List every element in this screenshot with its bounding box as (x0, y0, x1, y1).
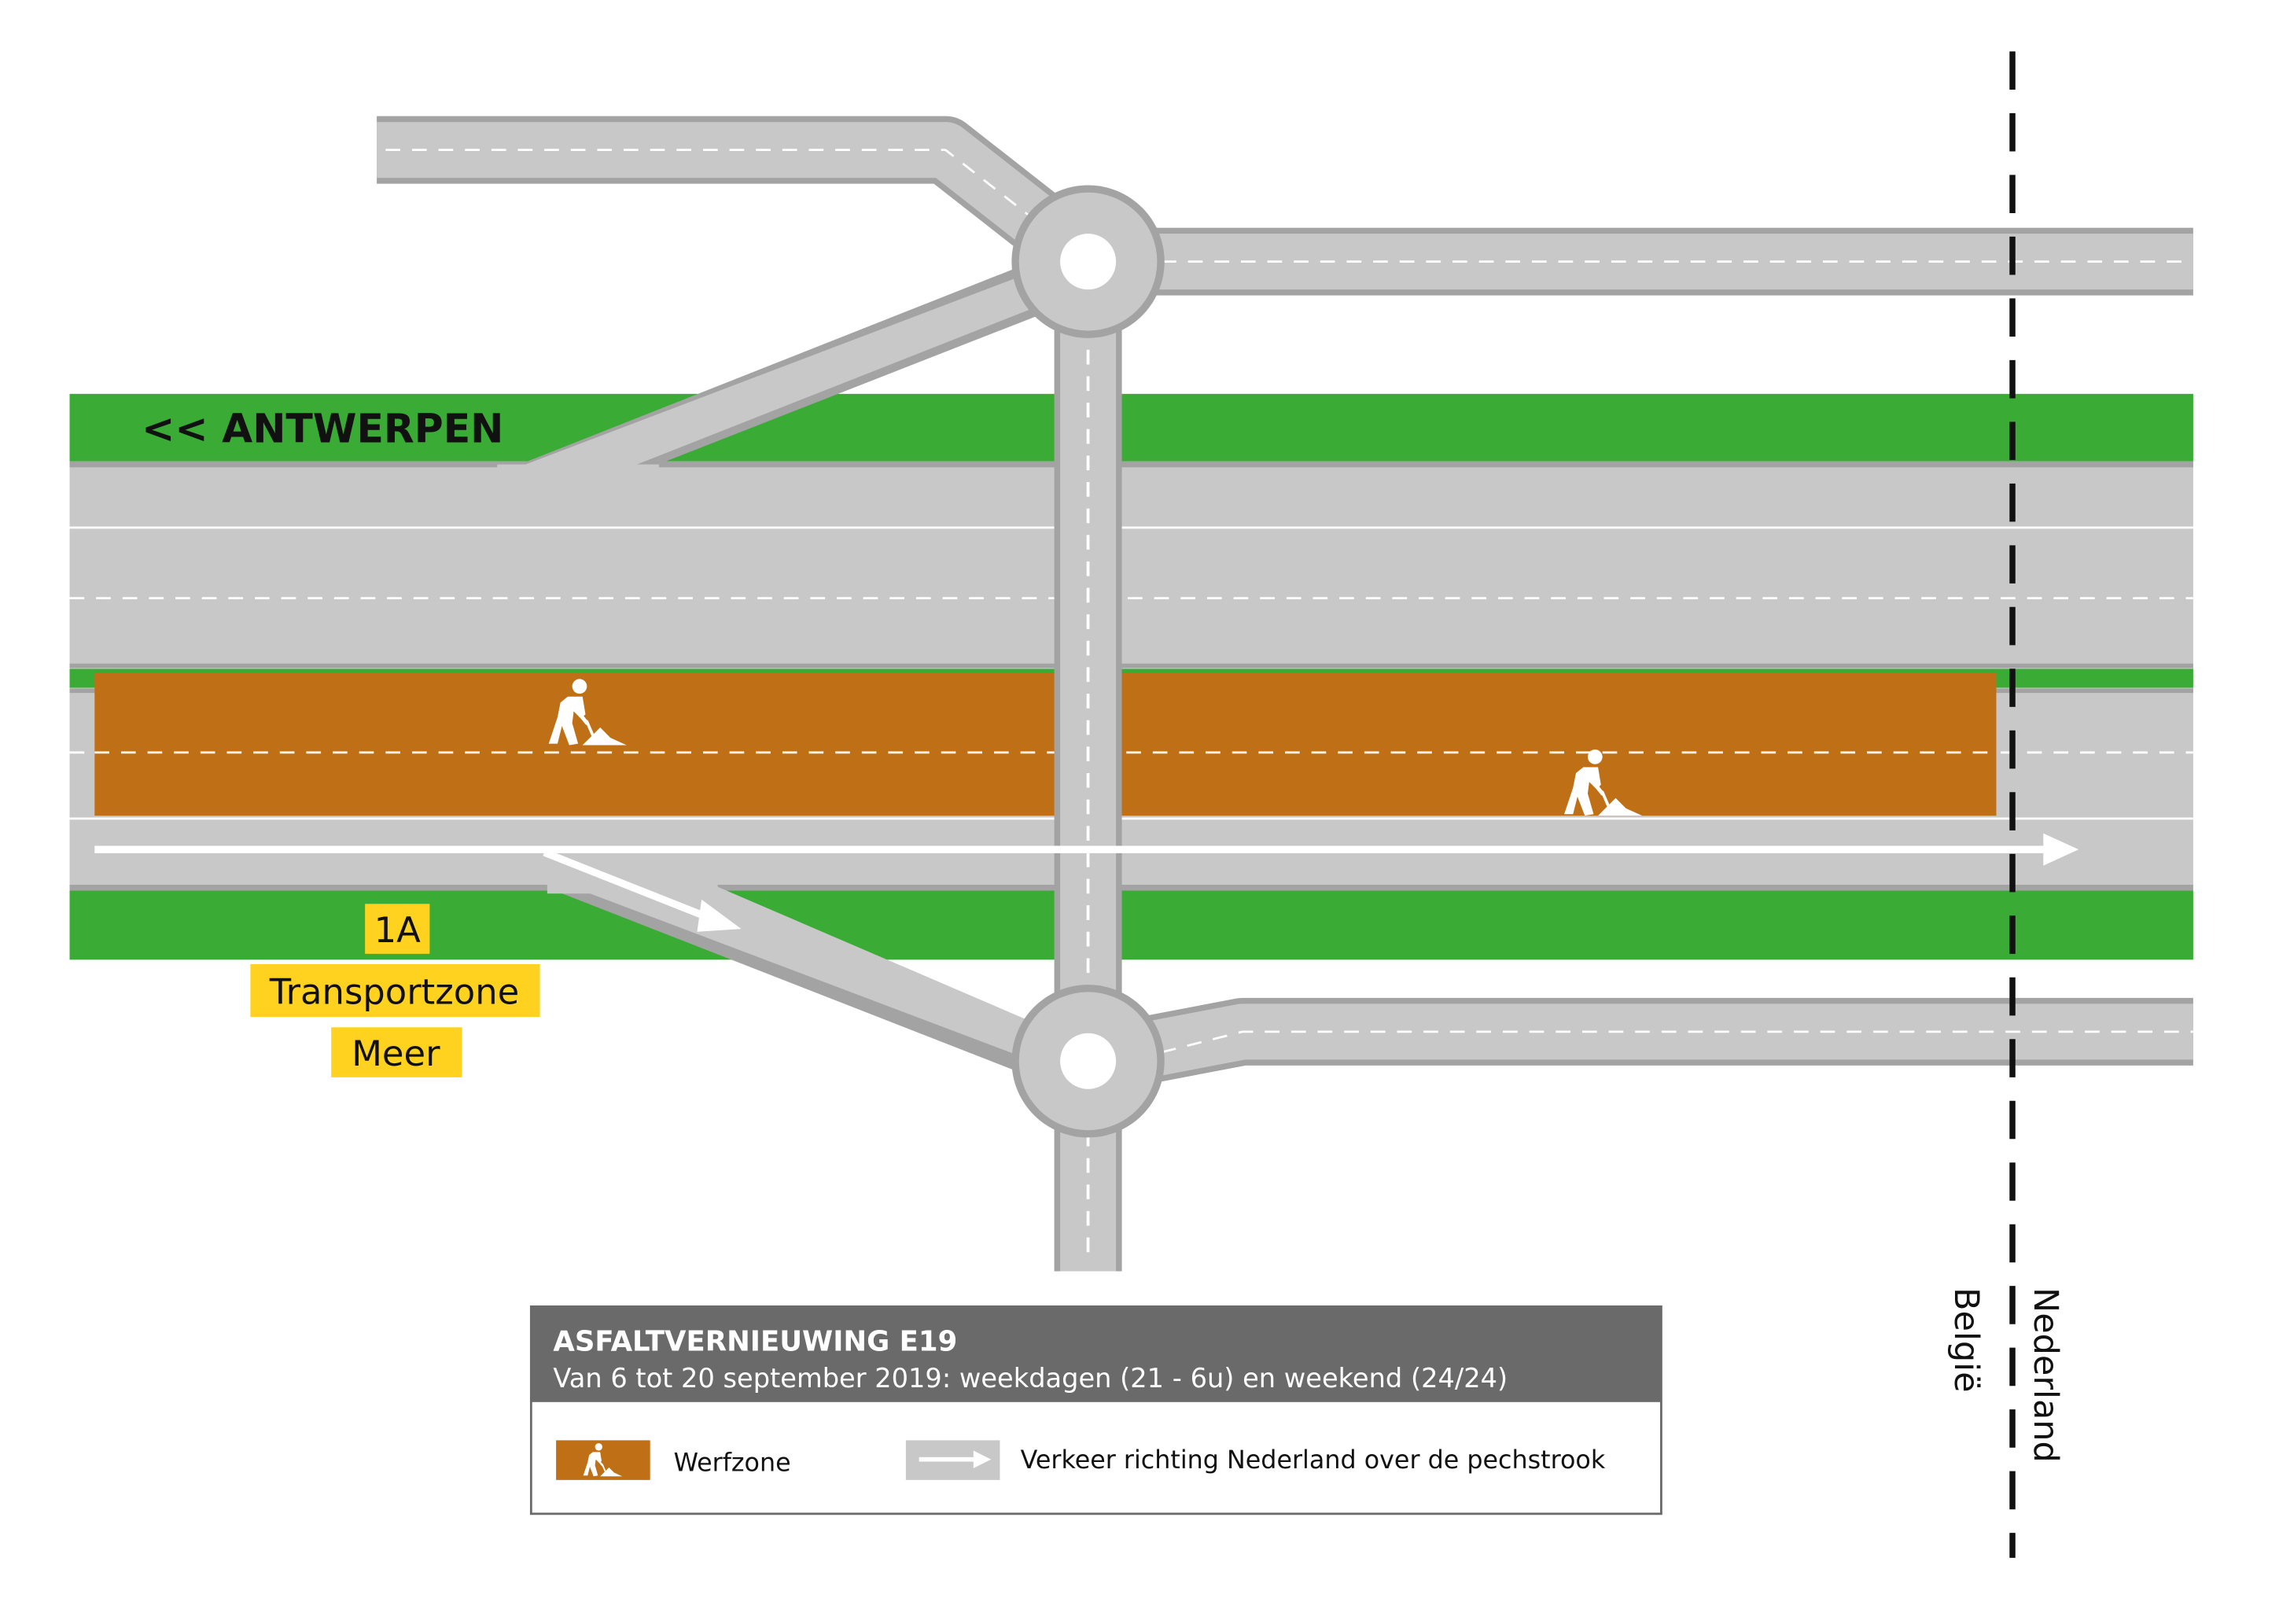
roundabout-south (1011, 985, 1165, 1138)
exit-name-line1: Transportzone (269, 970, 519, 1012)
legend-worksite-label: Werfzone (674, 1449, 791, 1478)
work-zone (94, 672, 1997, 816)
exit-sign: 1A Transportzone Meer (250, 904, 540, 1077)
country-label-nederland: Nederland (2026, 1287, 2065, 1463)
arrow-right-icon (94, 833, 2079, 866)
arrow-right-icon (543, 849, 742, 932)
legend-traffic-label: Verkeer richting Nederland over de pechs… (1021, 1446, 1606, 1475)
roundabout-north (1011, 185, 1165, 338)
exit-name-line2: Meer (352, 1033, 440, 1074)
exit-number: 1A (374, 909, 422, 951)
carriageway-antwerpen (69, 461, 2193, 669)
legend-subtitle: Van 6 tot 20 september 2019: weekdagen (… (553, 1363, 1508, 1394)
direction-label: << ANTWERPEN (142, 406, 503, 452)
legend: ASFALTVERNIEUWING E19 Van 6 tot 20 septe… (529, 1305, 1662, 1515)
north-road (377, 116, 2193, 296)
south-road (1081, 997, 2193, 1095)
off-ramp-meer (547, 875, 1117, 1088)
country-label-belgie: België (1946, 1287, 1986, 1393)
arrow-right-icon (919, 1450, 992, 1468)
legend-title: ASFALTVERNIEUWING E19 (553, 1325, 957, 1357)
grass-verge-north (69, 393, 2193, 462)
on-ramp-antwerpen (497, 267, 1056, 480)
